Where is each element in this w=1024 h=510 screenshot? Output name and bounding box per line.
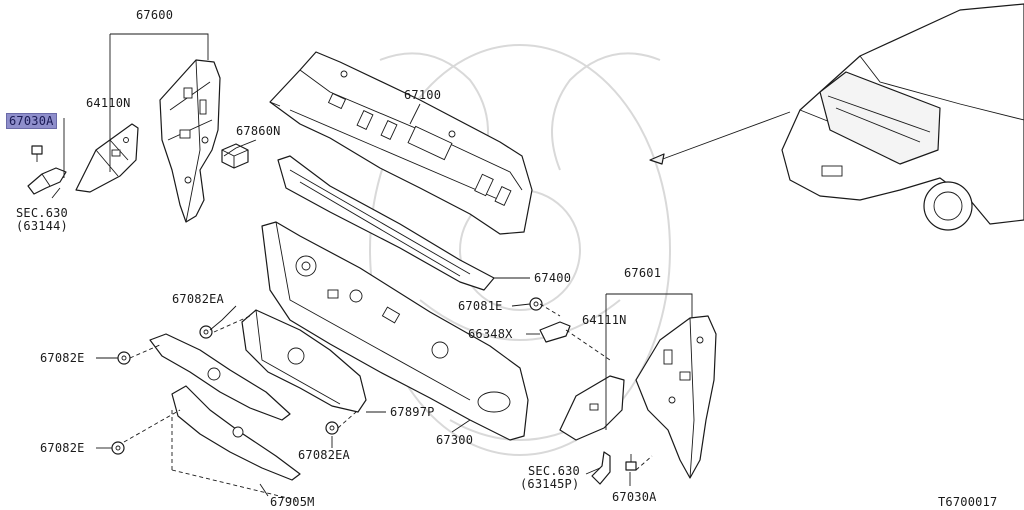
- label-67600: 67600: [136, 8, 174, 22]
- label-67897P: 67897P: [390, 405, 435, 419]
- label-67400: 67400: [534, 271, 572, 285]
- label-66348X: 66348X: [468, 327, 513, 341]
- part-67300-dash-panel: [261, 221, 529, 441]
- part-67082E-clip-bottom: [111, 441, 125, 455]
- part-67030A-bolt-right: [625, 454, 637, 471]
- part-67082E-clip-top: [117, 351, 131, 365]
- part-67081E-grommet: [529, 297, 543, 311]
- label-67030A-right: 67030A: [612, 490, 657, 504]
- label-67100: 67100: [404, 88, 442, 102]
- part-67905M-lower-insulator: [149, 333, 301, 481]
- part-67601-pillar-right: [635, 315, 717, 479]
- label-sec630-right-ref: (63145P): [520, 477, 580, 491]
- label-67601: 67601: [624, 266, 662, 280]
- label-67300: 67300: [436, 433, 474, 447]
- label-64111N: 64111N: [582, 313, 627, 327]
- part-67860N-pad: [221, 143, 249, 169]
- label-sec630-left: SEC.630: [16, 206, 68, 220]
- label-67082EA-bottom: 67082EA: [298, 448, 350, 462]
- part-sec630-bracket-right: [591, 451, 611, 485]
- part-sec630-bracket-left: [27, 167, 67, 195]
- part-67082EA-clip-bottom: [325, 421, 339, 435]
- label-67082E-top: 67082E: [40, 351, 85, 365]
- label-sec630-right: SEC.630: [528, 464, 580, 478]
- part-67400-cowl-strip: [277, 155, 495, 291]
- drawing-code: T6700017: [938, 495, 998, 509]
- assembly-dashed-lines: [123, 303, 653, 501]
- label-67905M: 67905M: [270, 495, 315, 509]
- label-67860N: 67860N: [236, 124, 281, 138]
- vehicle-location-sketch: [649, 3, 1024, 231]
- label-64110N: 64110N: [86, 96, 131, 110]
- part-67082EA-clip-top: [199, 325, 213, 339]
- part-66348X-seal: [539, 321, 571, 343]
- part-64111N-bracket: [559, 375, 625, 441]
- part-67897P-insulator: [241, 309, 367, 413]
- part-67600-pillar-left: [159, 59, 221, 223]
- part-67030A-bolt-left: [31, 145, 43, 162]
- label-67082E-bottom: 67082E: [40, 441, 85, 455]
- part-67100-cowl-top: [269, 51, 533, 235]
- label-67030A-highlighted[interactable]: 67030A: [6, 113, 57, 129]
- label-sec630-left-ref: (63144): [16, 219, 68, 233]
- part-64110N-bracket: [75, 123, 139, 193]
- label-67081E: 67081E: [458, 299, 503, 313]
- label-67082EA-top: 67082EA: [172, 292, 224, 306]
- leader-lines: [51, 33, 693, 497]
